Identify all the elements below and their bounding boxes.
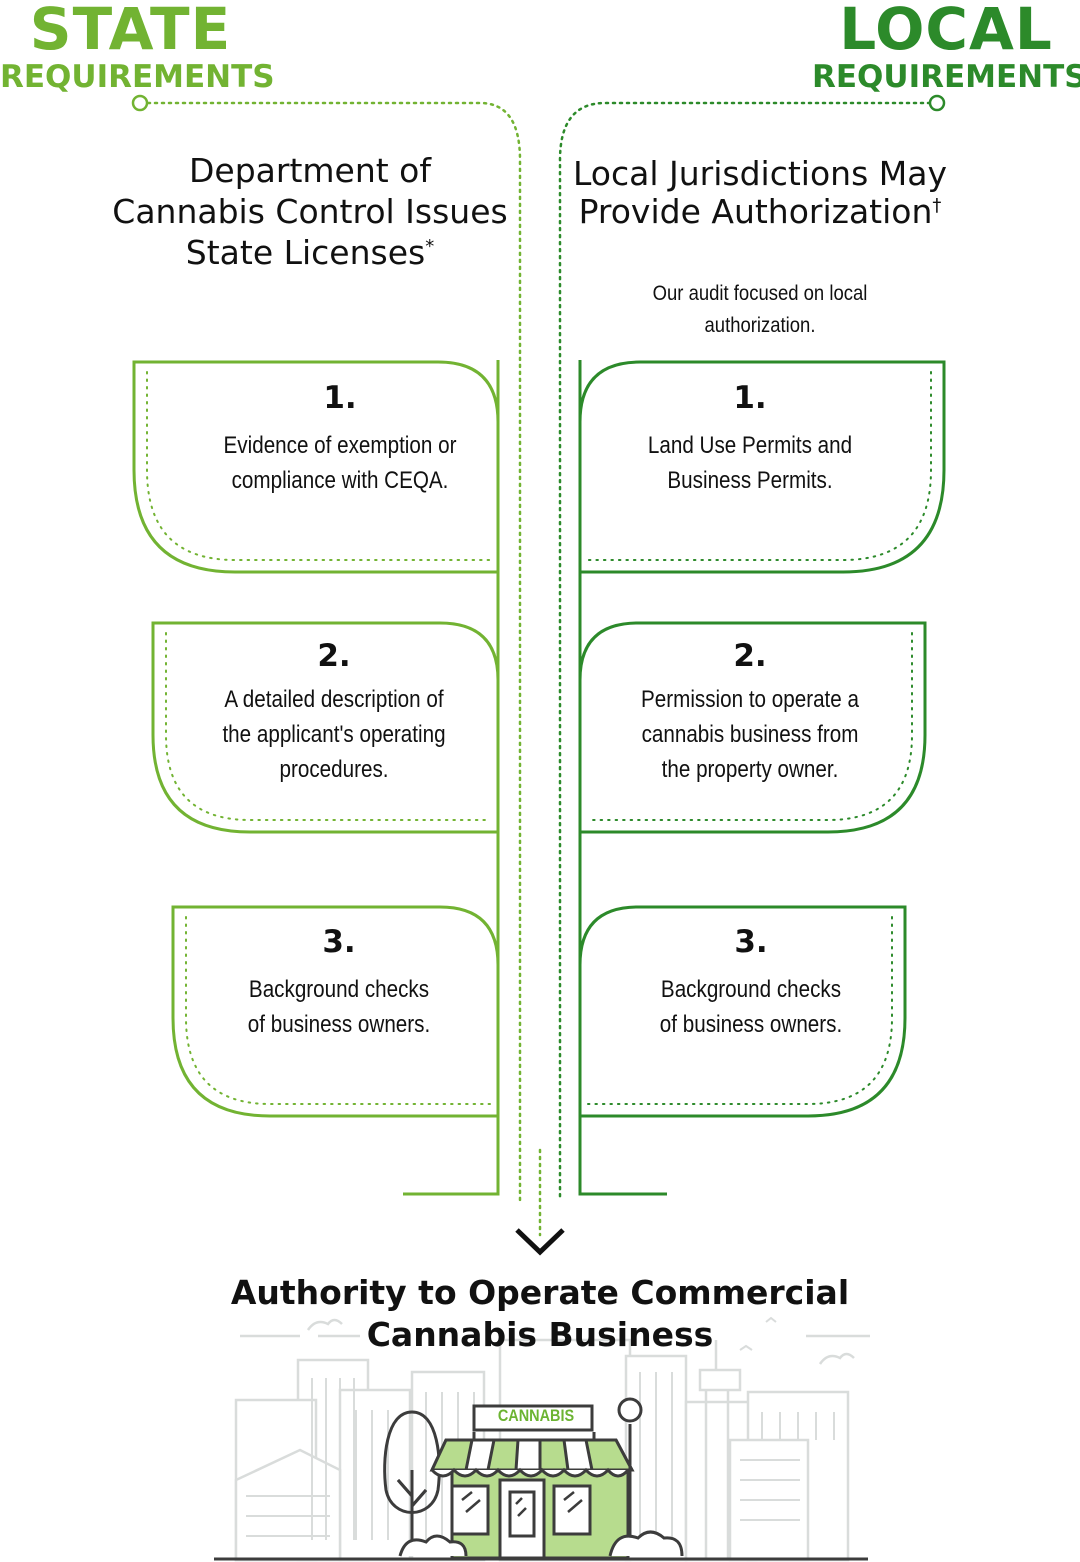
state-item-2-number: 2. (317, 638, 351, 674)
state-leaf-1 (132, 360, 500, 574)
local-stem (578, 360, 667, 1196)
local-leaf-3 (578, 905, 907, 1118)
local-item-2-number: 2. (733, 638, 767, 674)
state-title-mark: * (425, 236, 435, 257)
state-title-text: Department of Cannabis Control Issues St… (112, 151, 508, 272)
state-header: STATE REQUIREMENTS (0, 0, 275, 95)
local-leaf-1 (578, 360, 946, 574)
local-leaf-2 (578, 621, 927, 834)
state-stem (403, 360, 500, 1196)
local-header-big: LOCAL (839, 0, 1053, 63)
state-connector-line (146, 101, 522, 1202)
state-connector-dot (131, 94, 149, 112)
result-title: Authority to Operate Commercial Cannabis… (230, 1273, 850, 1354)
state-item-3-number: 3. (322, 924, 356, 960)
state-leaf-2 (151, 621, 500, 834)
state-title: Department of Cannabis Control Issues St… (110, 150, 510, 273)
local-connector-dot (928, 94, 946, 112)
state-header-small: REQUIREMENTS (0, 59, 275, 95)
state-item-1-text: Evidence of exemption or compliance with… (223, 432, 457, 494)
local-item-3: 3. Background checks of business owners. (642, 924, 860, 1042)
state-leaf-3 (171, 905, 500, 1118)
state-item-3-text: Background checks of business owners. (247, 976, 431, 1038)
local-title-text: Local Jurisdictions May Provide Authoriz… (573, 154, 947, 231)
state-item-3: 3. Background checks of business owners. (230, 924, 448, 1042)
local-title-mark: † (932, 195, 942, 216)
storefront-icon (398, 1397, 684, 1560)
local-item-1-number: 1. (733, 380, 767, 416)
local-connector-line (558, 101, 932, 1202)
local-item-3-text: Background checks of business owners. (659, 976, 843, 1038)
local-item-1: 1. Land Use Permits and Business Permits… (630, 380, 870, 498)
down-chevron-icon (515, 1228, 565, 1256)
local-item-1-text: Land Use Permits and Business Permits. (647, 432, 853, 494)
local-item-2: 2. Permission to operate a cannabis busi… (616, 638, 884, 787)
local-header: LOCAL REQUIREMENTS (812, 0, 1080, 93)
local-header-small: REQUIREMENTS (812, 59, 1080, 95)
local-item-2-text: Permission to operate a cannabis busines… (641, 686, 859, 783)
local-title: Local Jurisdictions May Provide Authoriz… (570, 155, 950, 231)
city-skyline (234, 1316, 870, 1562)
local-item-3-number: 3. (734, 924, 768, 960)
local-note: Our audit focused on local authorization… (652, 282, 868, 337)
state-item-1: 1. Evidence of exemption or compliance w… (190, 380, 490, 498)
storefront-sign-text: CANNABIS (497, 1406, 575, 1425)
state-item-2-text: A detailed description of the applicant'… (222, 686, 446, 783)
state-item-2: 2. A detailed description of the applica… (194, 638, 474, 787)
state-item-1-number: 1. (323, 380, 357, 416)
state-header-big: STATE (29, 0, 232, 63)
